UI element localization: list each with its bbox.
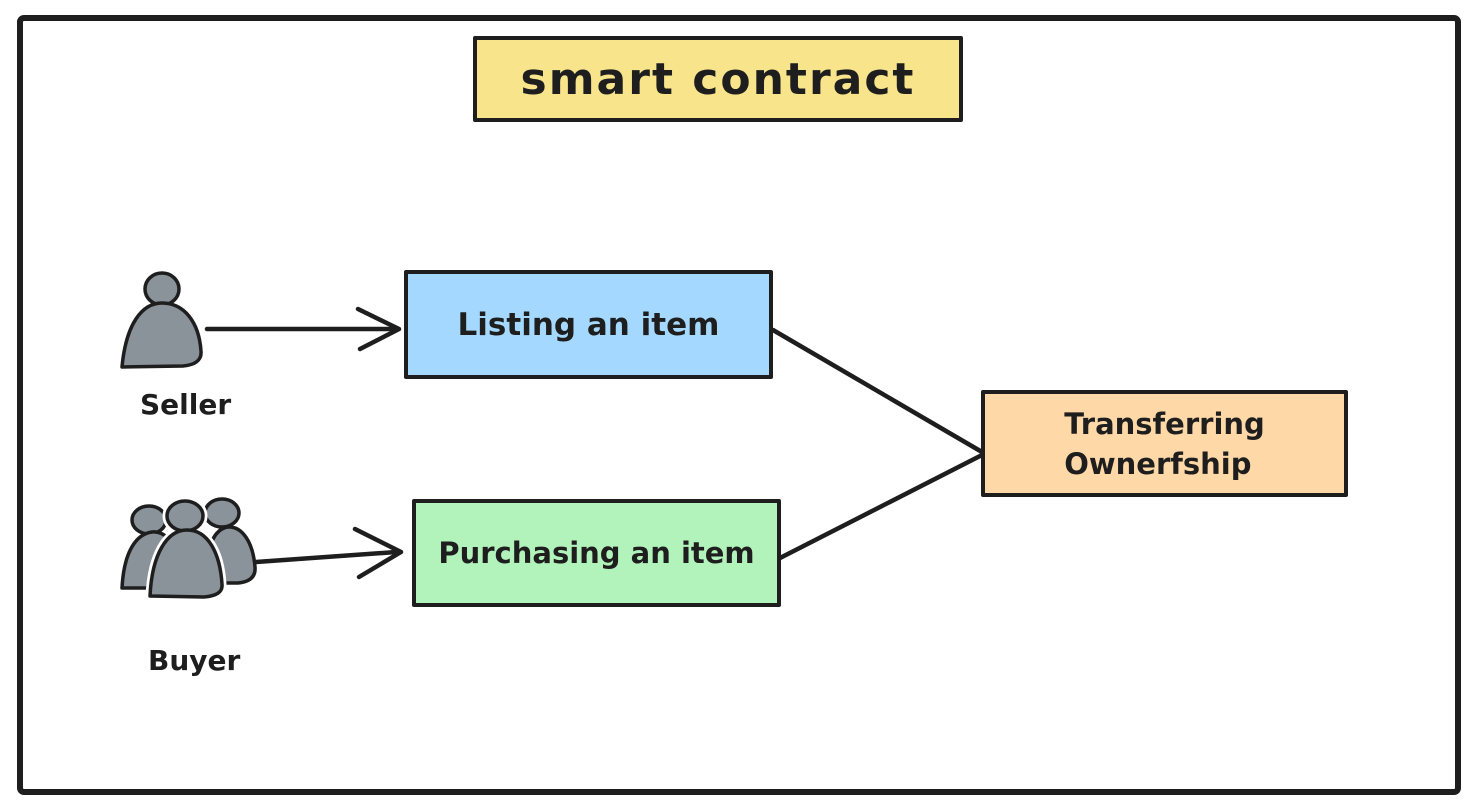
purchasing-label: Purchasing an item xyxy=(438,536,755,570)
listing-label: Listing an item xyxy=(457,306,720,343)
transferring-label: Transferring Ownerfship xyxy=(1064,406,1265,481)
listing-box: Listing an item xyxy=(404,270,773,379)
outer-frame xyxy=(17,15,1461,795)
buyer-label: Buyer xyxy=(148,644,241,677)
title-box: smart contract xyxy=(473,36,963,122)
transferring-box: Transferring Ownerfship xyxy=(981,390,1348,497)
purchasing-box: Purchasing an item xyxy=(412,499,781,607)
seller-label: Seller xyxy=(140,388,232,421)
title-label: smart contract xyxy=(520,53,916,105)
